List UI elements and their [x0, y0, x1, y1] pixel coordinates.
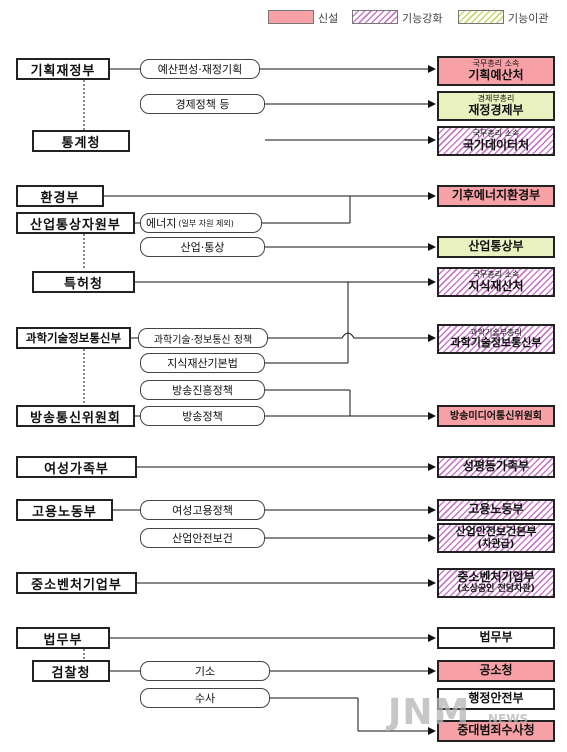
org-national-data-sub: 국무총리 소속	[472, 129, 520, 138]
org-public-prosecution: 공소청	[437, 660, 555, 682]
function-trade: 산업·통상	[140, 237, 265, 257]
commission-broadcast: 방송통신위원회	[16, 405, 135, 427]
org-serious-crime-investigation: 중대범죄수사청	[437, 720, 555, 742]
legend-new-label: 신설	[318, 12, 339, 25]
watermark-sub: NEWS	[488, 712, 529, 726]
function-economy: 경제정책 등	[140, 94, 265, 114]
ministry-environment: 환경부	[16, 185, 104, 207]
org-finance-economy-sub: 경제부총리	[477, 94, 515, 103]
ministry-gender: 여성가족부	[16, 456, 137, 478]
org-climate-energy-env: 기후에너지환경부	[437, 185, 555, 207]
org-industrial-safety-name: 산업안전보건본부	[455, 525, 537, 539]
agency-patent: 특허청	[32, 271, 135, 293]
legend-strengthen-swatch	[352, 10, 398, 24]
watermark-logo: JNM	[388, 692, 471, 733]
legend-strengthen-label: 기능강화	[402, 12, 443, 25]
org-science-ict-name: 과학기술정보통신부	[450, 336, 542, 350]
org-sme: 중소벤처기업부 (소상공인 전담차관)	[437, 568, 555, 598]
org-budget-office-name: 기획예산처	[468, 67, 524, 82]
function-energy: 에너지 (일부 자원 제외)	[140, 213, 262, 233]
function-broadcast-promotion: 방송진흥정책	[140, 380, 265, 400]
org-industry-trade: 산업통상부	[437, 236, 555, 258]
org-gender-equality: 성평등가족부	[437, 456, 555, 478]
org-industrial-safety: 산업안전보건본부 (차관급)	[437, 523, 555, 553]
org-interior-safety: 행정안전부	[437, 688, 555, 710]
ministry-planning-finance: 기획재정부	[16, 58, 110, 80]
org-sme-name: 중소벤처기업부	[457, 570, 535, 585]
org-finance-economy: 경제부총리 재정경제부	[437, 91, 555, 121]
function-energy-label: 에너지	[146, 217, 177, 230]
function-broadcast-policy: 방송정책	[140, 406, 265, 426]
org-ip-office-sub: 국무총리 소속	[472, 270, 520, 279]
org-budget-office: 국무총리 소속 기획예산처	[437, 56, 555, 86]
function-indictment: 기소	[140, 661, 270, 681]
org-science-ict: 과학기술부총리 과학기술정보통신부	[437, 324, 555, 354]
function-ip-law: 지식재산기본법	[140, 353, 265, 373]
ministry-justice: 법무부	[16, 627, 110, 649]
ministry-labor: 고용노동부	[16, 499, 113, 521]
ministry-statistics: 통계청	[32, 130, 130, 152]
org-science-ict-sub: 과학기술부총리	[470, 327, 522, 337]
ministry-sme: 중소벤처기업부	[16, 572, 137, 594]
legend-transfer-label: 기능이관	[508, 12, 549, 25]
org-industrial-safety-sub: (차관급)	[477, 538, 515, 550]
org-national-data: 국무총리 소속 국가데이터처	[437, 126, 555, 156]
org-labor: 고용노동부	[437, 499, 555, 521]
function-investigation: 수사	[140, 688, 270, 708]
org-budget-office-sub: 국무총리 소속	[472, 59, 520, 68]
function-energy-note: (일부 자원 제외)	[178, 218, 234, 228]
org-finance-economy-name: 재정경제부	[468, 102, 524, 117]
ministry-science-ict: 과학기술정보통신부	[16, 327, 131, 349]
org-ip-office: 국무총리 소속 지식재산처	[437, 267, 555, 297]
function-women-employment: 여성고용정책	[140, 500, 265, 520]
legend-new-swatch	[268, 10, 314, 24]
org-ip-office-name: 지식재산처	[468, 278, 524, 293]
org-broadcast-media: 방송미디어통신위원회	[437, 405, 555, 427]
office-prosecution: 검찰청	[32, 660, 110, 682]
org-national-data-name: 국가데이터처	[462, 137, 530, 152]
org-justice: 법무부	[437, 627, 555, 649]
function-industrial-safety: 산업안전보건	[140, 528, 265, 548]
org-sme-sub: (소상공인 전담차관)	[457, 583, 535, 594]
legend-transfer-swatch	[458, 10, 504, 24]
function-budget: 예산편성·재정기획	[140, 59, 260, 79]
function-science-ict-policy: 과학기술·정보통신 정책	[138, 328, 268, 348]
ministry-industry: 산업통상자원부	[16, 212, 135, 234]
